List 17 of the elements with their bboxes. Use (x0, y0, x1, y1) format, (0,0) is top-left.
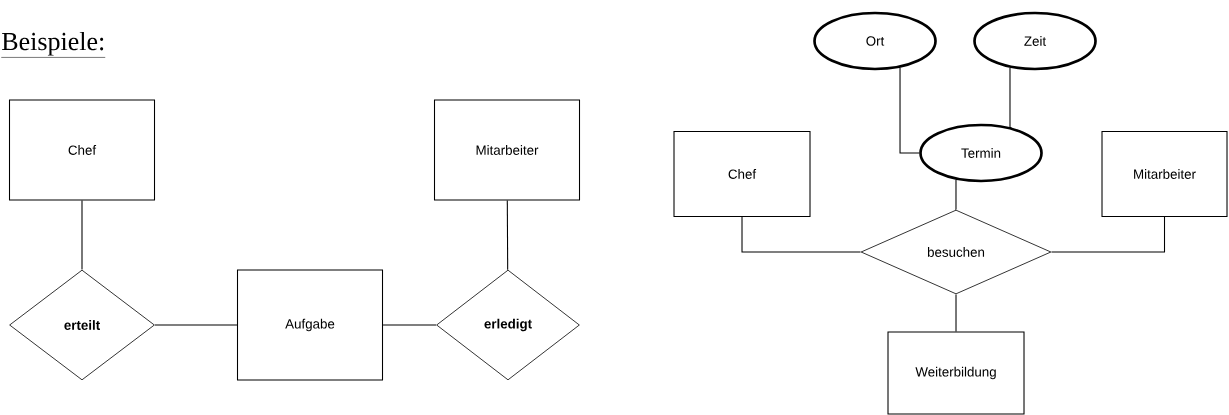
entity-box: Weiterbildung (887, 331, 1025, 415)
entity-box: Mitarbeiter (433, 99, 581, 201)
connector-line (899, 67, 920, 154)
connector-line (506, 200, 509, 271)
entity-box: Chef (8, 99, 156, 201)
connector-line (741, 216, 862, 253)
heading: Beispiele: (1, 32, 106, 58)
connector-line (382, 324, 437, 326)
connector-line (1050, 216, 1166, 253)
connector-line (955, 293, 957, 332)
entity-box: Mitarbeiter (1101, 130, 1228, 218)
connector-line (1009, 67, 1012, 128)
connector-line (154, 324, 238, 326)
connector-line (955, 179, 957, 211)
entity-box: Chef (673, 130, 811, 218)
entity-box: Aufgabe (236, 269, 384, 381)
connector-line (81, 200, 83, 271)
